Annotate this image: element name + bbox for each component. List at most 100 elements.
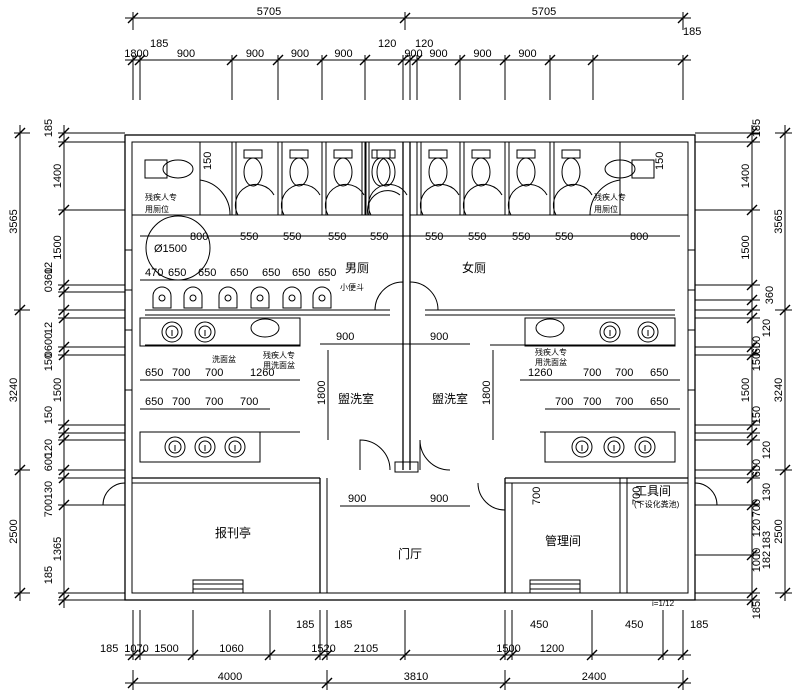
- note-accessible-left-2: 用厕位: [145, 204, 169, 214]
- toilet-bowl: [428, 157, 448, 187]
- urinals: [152, 286, 332, 309]
- interior-dim-label: 700: [172, 396, 190, 408]
- urinal-drain: [256, 294, 264, 302]
- basin-bowl: [161, 321, 183, 343]
- dim-right-detail-label: 1500: [740, 378, 752, 402]
- basin-inner: [168, 440, 182, 454]
- room-label-wash-left: 盥洗室: [338, 391, 374, 406]
- interior-dim-label: 700: [555, 396, 573, 408]
- toilet-tank: [371, 149, 391, 159]
- dim-left-small: 0600: [43, 333, 55, 357]
- urinal-drain: [158, 294, 166, 302]
- stall-door: [367, 190, 401, 216]
- note-accessible-basin-r-1: 残疾人专: [535, 347, 567, 357]
- dim-top-185a: 185: [150, 38, 168, 50]
- dim-right-small: 120: [761, 319, 773, 337]
- room-label-tool: 工具间: [635, 484, 671, 498]
- dim-right-small: 120: [761, 441, 773, 459]
- stall-door: [234, 183, 275, 216]
- basin-inner: [165, 325, 179, 339]
- interior-dim-label: 650: [145, 367, 163, 379]
- dim-right-small: 185: [751, 601, 763, 619]
- basin-inner: [603, 325, 617, 339]
- dim-right-small: 182: [761, 551, 773, 569]
- accessible-toilet-tank: [631, 159, 655, 179]
- accessible-toilet-tank: [144, 159, 168, 179]
- interior-dim-label: 700: [615, 367, 633, 379]
- dim-bottom-185d: 185: [690, 619, 708, 631]
- dim-top-detail-label: 900: [246, 48, 264, 60]
- urinal-wall: [145, 309, 675, 316]
- dim-left-small: 150: [43, 406, 55, 424]
- dim-top-120b: 120: [415, 38, 433, 50]
- basin-bowl: [224, 436, 246, 458]
- toilet-tank: [376, 149, 396, 159]
- dim-top-185b: 185: [683, 26, 701, 38]
- basin-bowl: [637, 321, 659, 343]
- interior-dim-label: 650: [230, 267, 248, 279]
- toilet-tank: [471, 149, 491, 159]
- dim-left-overall-label: 3240: [8, 378, 20, 402]
- accessible-basin: [250, 318, 280, 338]
- dim-right-small: 185: [751, 119, 763, 137]
- dim-bottom-detail-label: 1520: [311, 643, 335, 655]
- dim-right-overall-label: 2500: [773, 519, 785, 543]
- dim-left-small: 185: [43, 566, 55, 584]
- toilet-bowl: [561, 157, 581, 187]
- room-label-hall: 门厅: [398, 546, 422, 561]
- accessible-basin: [535, 318, 565, 338]
- wash-partitions: [139, 317, 676, 463]
- stall-door: [419, 183, 460, 216]
- dim-right-small: 600: [751, 459, 763, 477]
- dim-left-detail-label: 1400: [52, 164, 64, 188]
- dim-left-detail-label: 1500: [52, 235, 64, 259]
- room-label-management: 管理间: [545, 533, 581, 548]
- dim-right-small: 600: [751, 336, 763, 354]
- room-label-men: 男厕: [345, 261, 369, 275]
- interior-dim-label: 800: [190, 231, 208, 243]
- basin-bowl: [164, 436, 186, 458]
- basin-bowl: [194, 321, 216, 343]
- dim-left-detail-label: 1365: [52, 537, 64, 561]
- interior-dim-label: 550: [240, 231, 258, 243]
- room-label-wash-right: 盥洗室: [432, 391, 468, 406]
- stall-door: [507, 183, 548, 216]
- interior-dim-label: 650: [318, 267, 336, 279]
- note-scale: i=1/12: [652, 599, 675, 608]
- dim-right-small: 150: [751, 406, 763, 424]
- interior-dim-label: 650: [292, 267, 310, 279]
- toilet-tank: [289, 149, 309, 159]
- interior-dim-label: 900: [348, 493, 366, 505]
- dim-bottom-overall-label: 3810: [404, 671, 428, 683]
- dim-bottom-detail-label: 1060: [219, 643, 243, 655]
- interior-dim-label: 650: [145, 396, 163, 408]
- urinal-drain: [288, 294, 296, 302]
- urinal-drain: [318, 294, 326, 302]
- urinal-fixture: [250, 286, 270, 309]
- interior-dim-label: 550: [370, 231, 388, 243]
- toilet-tank: [333, 149, 353, 159]
- lower-rooms: [132, 461, 688, 593]
- urinal-drain: [224, 294, 232, 302]
- dim-right-small: 183: [761, 531, 773, 549]
- urinal-drain: [189, 294, 197, 302]
- interior-dim-label: 550: [425, 231, 443, 243]
- dim-left-small: 600: [43, 453, 55, 471]
- note-accessible-left-1: 残疾人专: [145, 192, 177, 202]
- dim-top-120a: 120: [378, 38, 396, 50]
- basin-bowl: [634, 436, 656, 458]
- note-urinal: 小便斗: [340, 282, 364, 292]
- basin-inner: [198, 325, 212, 339]
- interior-dim-label: 700: [172, 367, 190, 379]
- dim-bottom-detail-label: 1500: [154, 643, 178, 655]
- stall-door: [462, 183, 503, 216]
- basin-bowl: [194, 436, 216, 458]
- stall-door: [367, 183, 408, 216]
- toilet-tank: [516, 149, 536, 159]
- dim-bottom-detail-label: 1500: [496, 643, 520, 655]
- interior-dim-label: 900: [430, 493, 448, 505]
- basin-inner: [607, 440, 621, 454]
- dim-top-detail-label: 1800: [124, 48, 148, 60]
